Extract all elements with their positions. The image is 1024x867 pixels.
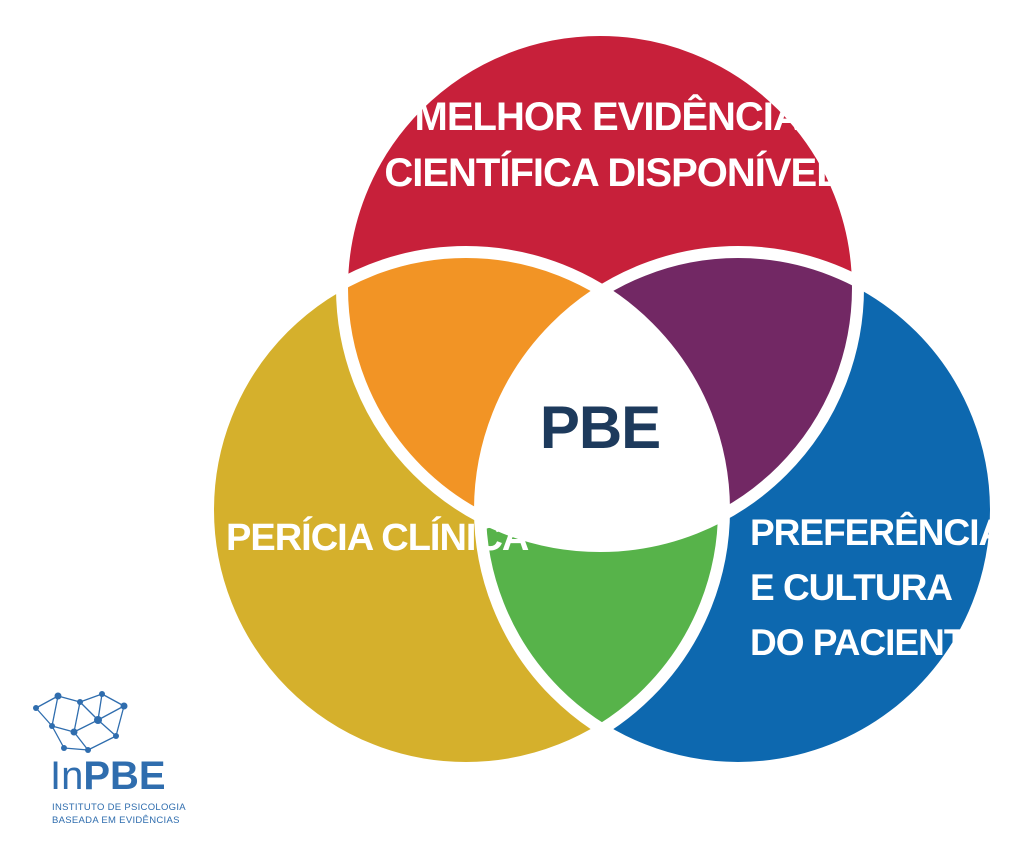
logo-tagline-line-1: INSTITUTO DE PSICOLOGIA xyxy=(52,802,186,813)
label-right-line-2: E CULTURA xyxy=(750,567,952,608)
label-left: PERÍCIA CLÍNICA xyxy=(226,515,529,559)
separator-ring-left xyxy=(202,246,730,774)
separator-ring-right xyxy=(474,246,1002,774)
logo-wordmark-pbe: PBE xyxy=(83,754,166,798)
network-icon xyxy=(33,691,128,753)
label-right-line-1: PREFERÊNCIAS xyxy=(750,511,1024,553)
logo-wordmark-in: In xyxy=(50,754,84,798)
label-right-line-3: DO PACIENTE xyxy=(750,622,989,663)
inpbe-logo: InPBE INSTITUTO DE PSICOLOGIA BASEADA EM… xyxy=(28,688,228,858)
label-top-line-2: CIENTÍFICA DISPONÍVEL xyxy=(384,150,840,195)
overlap-center xyxy=(480,252,724,546)
label-top: MELHOR EVIDÊNCIA CIENTÍFICA DISPONÍVEL xyxy=(384,93,840,195)
logo-tagline-line-2: BASEADA EM EVIDÊNCIAS xyxy=(52,815,180,826)
label-top-line-1: MELHOR EVIDÊNCIA xyxy=(415,93,801,139)
logo-wordmark: InPBE xyxy=(50,754,166,798)
center-label: PBE xyxy=(540,394,660,461)
label-left-line-1: PERÍCIA CLÍNICA xyxy=(226,515,529,559)
label-right: PREFERÊNCIAS E CULTURA DO PACIENTE xyxy=(750,511,1024,663)
